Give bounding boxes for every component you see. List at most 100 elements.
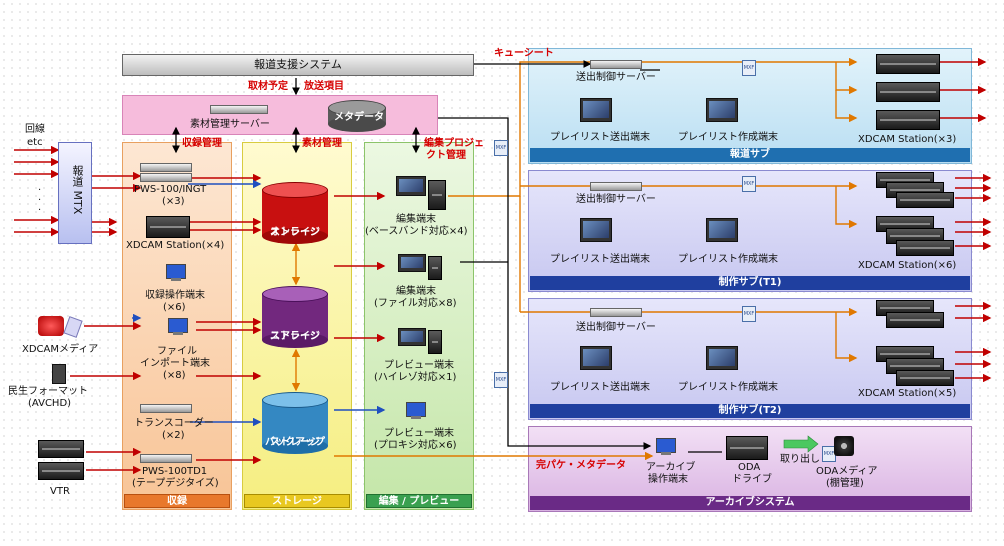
xdcam-station-icon: [896, 370, 954, 386]
oda-media-label-2: (棚管理): [826, 478, 864, 489]
coverage-plan-label: 取材予定: [248, 81, 288, 92]
oda-drive-icon: [726, 436, 768, 460]
file-import-label-2: インポート端末: [140, 358, 210, 369]
archive-terminal-label-2: 操作端末: [648, 474, 688, 485]
xdcam-station-sub-label: XDCAM Station(×5): [858, 388, 957, 399]
material-mgmt-label: 素材管理: [302, 138, 342, 149]
pws-ingt-icon-1: [140, 163, 192, 172]
preview-px-label-2: (プロキシ対応×6): [374, 440, 457, 451]
file-import-label-3: (×8): [163, 370, 186, 381]
metadata-label: メタデータ: [334, 112, 384, 123]
sub-bar-t2: 制作サブ(T2): [530, 404, 970, 418]
full-package-meta-label: 完パケ・メタデータ: [536, 460, 626, 471]
recording-mgmt-label: 収録管理: [182, 138, 222, 149]
xdcam-station-icon: [876, 82, 940, 102]
edit-zone: [364, 142, 474, 510]
xdcam-station-rec-icon: [146, 216, 190, 238]
edit-terminal-bb-icon: [396, 176, 426, 196]
oda-drive-label-1: ODA: [738, 462, 761, 473]
edit-terminal-bb-tower: [428, 180, 446, 210]
online-storage-label-2: ストレージ: [270, 227, 320, 238]
transcoder-icon: [140, 404, 192, 413]
sd-card-icon: [52, 364, 66, 384]
xdcam-station-icon: [896, 192, 954, 208]
archive-terminal-label-1: アーカイブ: [646, 462, 696, 473]
news-mtx-label: 報道 MTX: [71, 165, 84, 215]
rec-terminal-label-1: 収録操作端末: [145, 290, 205, 301]
transcoder-label-2: (×2): [162, 430, 185, 441]
edit-terminal-file-tower: [428, 256, 442, 280]
nearline-storage-icon: ニアラインストレージ: [262, 286, 328, 348]
xdcam-media-icon: [38, 316, 64, 336]
pws-td1-label-1: PWS-100TD1: [142, 466, 208, 477]
vtr-icon-2: [38, 462, 84, 480]
edit-bb-label-2: (ベースバンド対応×4): [365, 226, 468, 237]
preview-hr-label-1: プレビュー端末: [384, 360, 454, 371]
playlist-send-terminal-icon: [580, 98, 612, 122]
mxf-icon: MXF: [494, 372, 508, 388]
preview-hr-label-2: (ハイレゾ対応×1): [374, 372, 457, 383]
playlist-make-label: プレイリスト作成端末: [678, 254, 778, 265]
send-control-server-label: 送出制御サーバー: [576, 322, 656, 333]
archive-bar: アーカイブシステム: [530, 496, 970, 510]
playlist-make-terminal-icon: [706, 346, 738, 370]
send-control-server-icon: [590, 182, 642, 191]
edit-file-label-2: (ファイル対応×8): [374, 298, 457, 309]
take-out-label: 取り出し: [780, 454, 820, 465]
news-mtx-box: 報道 MTX: [58, 142, 92, 244]
storage-bar: ストレージ: [244, 494, 350, 508]
dots-label: ···: [38, 185, 42, 216]
oda-drive-label-2: ドライブ: [732, 474, 772, 485]
system-title: 報道支援システム: [254, 58, 342, 71]
xdcam-station-sub-label: XDCAM Station(×6): [858, 260, 957, 271]
broadcast-items-label: 放送項目: [304, 81, 344, 92]
edit-terminal-file-icon: [398, 254, 426, 272]
playlist-send-terminal-icon: [580, 346, 612, 370]
nearline-storage-label-1: ニアライン: [270, 331, 320, 342]
material-server-label: 素材管理サーバー: [190, 119, 270, 130]
send-control-server-icon: [590, 308, 642, 317]
edit-bb-label-1: 編集端末: [396, 214, 436, 225]
send-control-server-icon: [590, 60, 642, 69]
xdcam-station-icon: [896, 240, 954, 256]
xdcam-station-icon: [876, 110, 940, 130]
preview-px-label-1: プレビュー端末: [384, 428, 454, 439]
recording-bar: 収録: [124, 494, 230, 508]
xdcam-station-icon: [876, 54, 940, 74]
rec-terminal-label-2: (×6): [163, 302, 186, 313]
oda-media-icon: [834, 436, 854, 456]
online-storage-label-1: オンライン: [270, 227, 320, 238]
backup-storage-label-2: ストレージ: [270, 437, 320, 448]
playlist-send-label: プレイリスト送出端末: [550, 382, 650, 393]
send-control-server-label: 送出制御サーバー: [576, 194, 656, 205]
playlist-make-terminal-icon: [706, 98, 738, 122]
sub-bar-news: 報道サブ: [530, 148, 970, 162]
playlist-make-terminal-icon: [706, 218, 738, 242]
consumer-format-label-1: 民生フォーマット: [8, 386, 88, 397]
consumer-format-label-2: (AVCHD): [28, 398, 72, 409]
mxf-icon: MXF: [742, 306, 756, 322]
material-server-icon: [210, 105, 268, 114]
xdcam-station-rec-label: XDCAM Station(×4): [126, 240, 225, 251]
edit-project-mgmt-label-2: クト管理: [426, 150, 466, 161]
xdcam-station-icon: [886, 312, 944, 328]
playlist-make-label: プレイリスト作成端末: [678, 382, 778, 393]
edit-bar: 編集 / プレビュー: [366, 494, 472, 508]
metadata-cylinder-icon: [328, 100, 386, 132]
send-control-server-label: 送出制御サーバー: [576, 72, 656, 83]
mxf-icon: MXF: [742, 60, 756, 76]
vtr-icon-1: [38, 440, 84, 458]
mxf-icon: MXF: [494, 140, 508, 156]
line-label-1: 回線: [25, 124, 45, 135]
cue-sheet-label: キューシート: [494, 48, 554, 59]
line-label-2: etc: [27, 137, 43, 148]
preview-hr-tower: [428, 330, 442, 354]
mxf-icon: MXF: [742, 176, 756, 192]
vtr-label: VTR: [50, 486, 70, 497]
playlist-send-terminal-icon: [580, 218, 612, 242]
file-import-label-1: ファイル: [157, 346, 197, 357]
pws-ingt-label-1: PWS-100/INGT: [134, 184, 207, 195]
pws-ingt-label-2: (×3): [162, 196, 185, 207]
oda-media-label-1: ODAメディア: [816, 466, 878, 477]
